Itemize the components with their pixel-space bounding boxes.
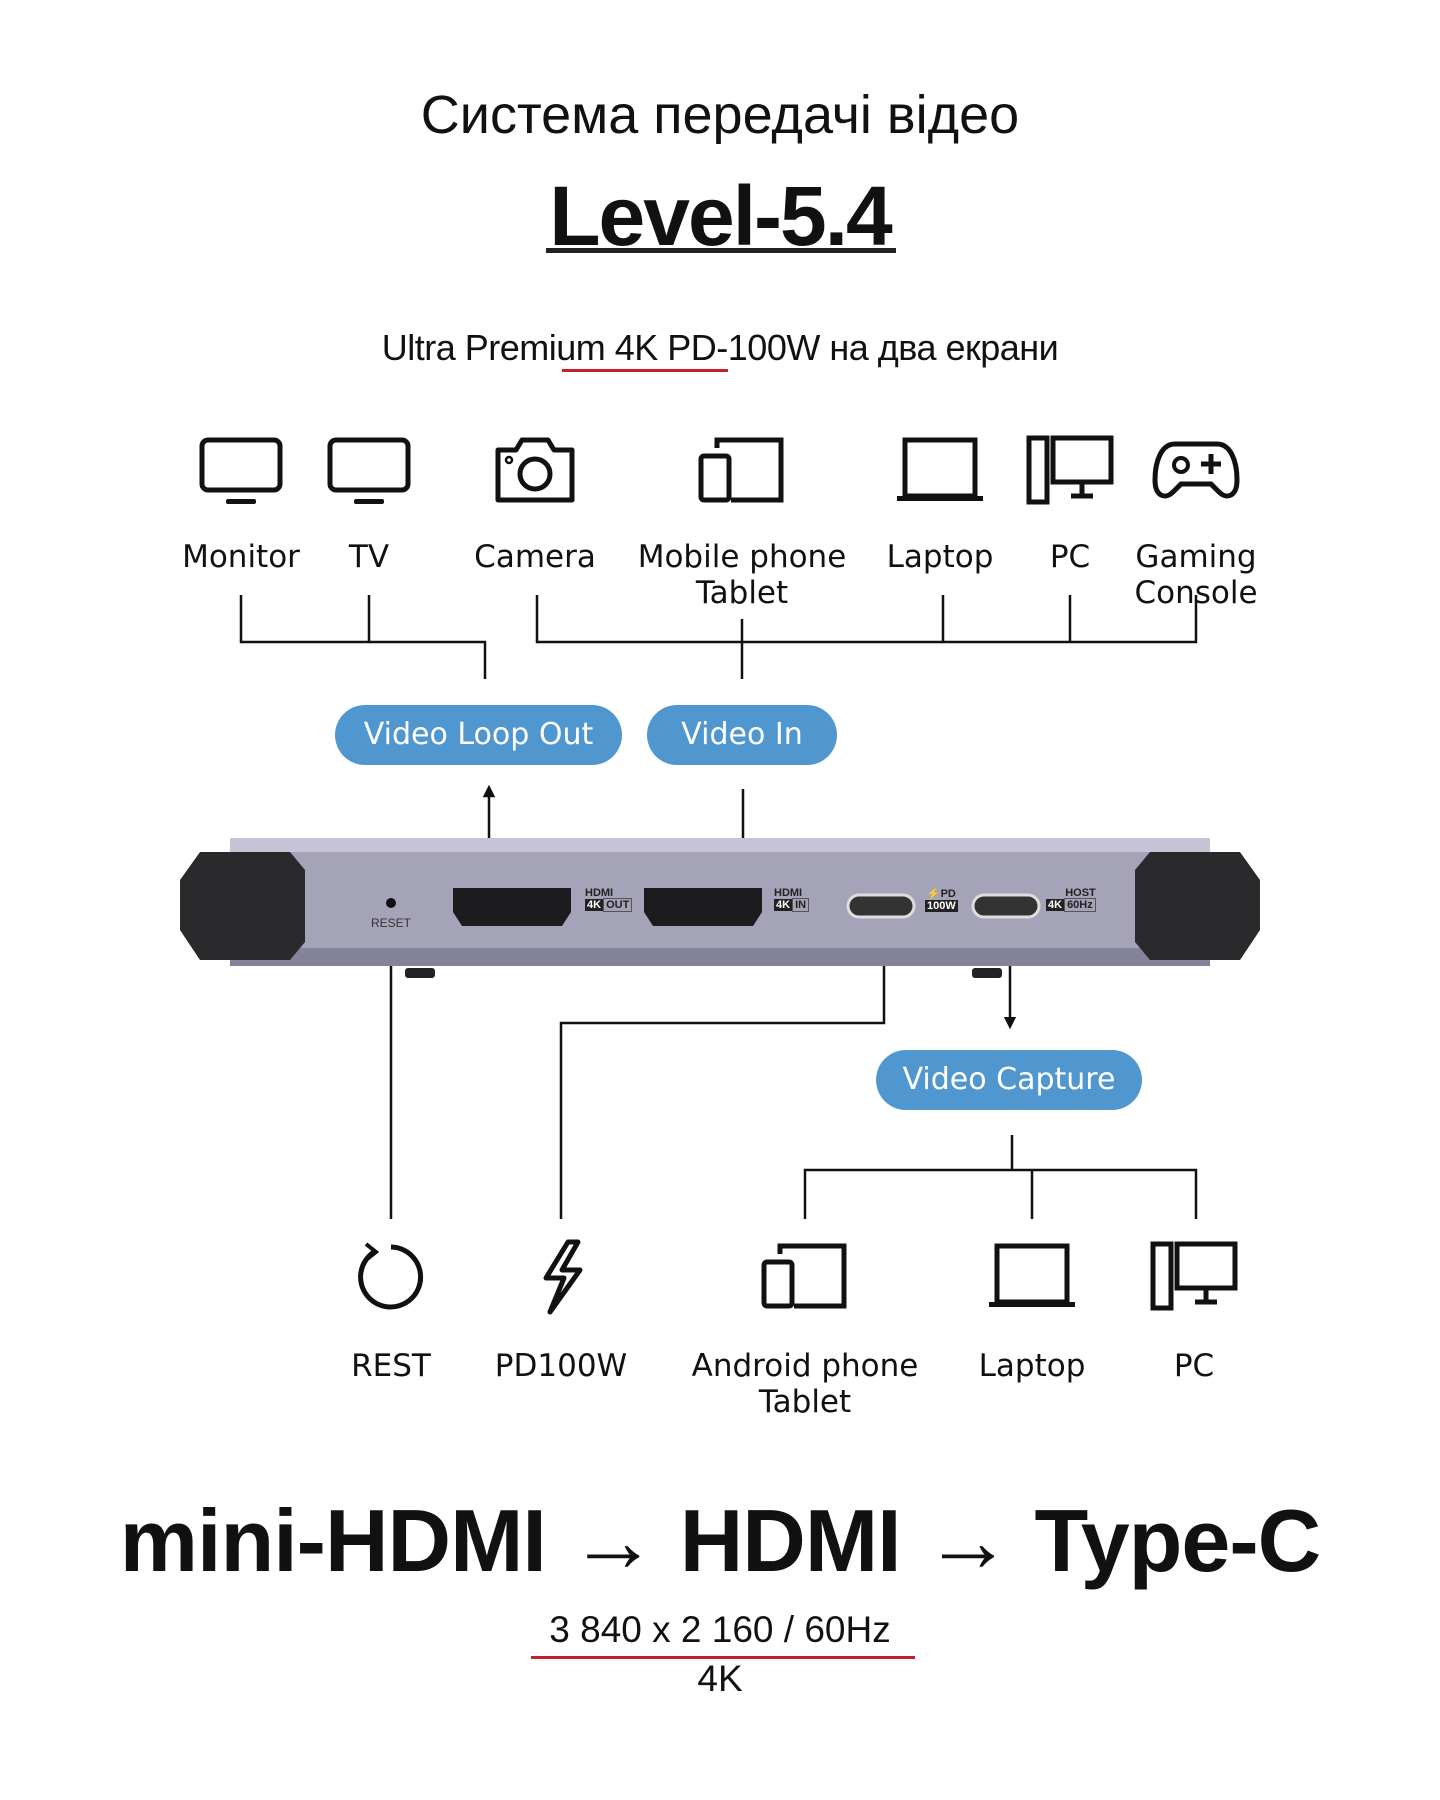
lightning-icon (516, 1238, 606, 1316)
camera-icon (490, 430, 580, 508)
reset-icon (346, 1238, 436, 1316)
hdmi-out-port (453, 888, 571, 926)
left-bumper (180, 852, 305, 960)
video-in-pill: Video In (647, 705, 837, 765)
gamepad-icon (1151, 432, 1241, 510)
right-bumper (1135, 852, 1260, 960)
subtitle: Ultra Premium 4K PD-100W на два екрани (381, 327, 1059, 368)
input-label-laptop: Laptop (886, 539, 994, 575)
output-label-tablet: Tablet (758, 1384, 852, 1420)
video-loop-out-pill: Video Loop Out (335, 705, 622, 765)
connector-chain-heading: mini-HDMI → HDMI → Type-C (119, 1491, 1321, 1590)
usb-c-pd-port (846, 893, 916, 919)
phone-tablet-icon (697, 432, 787, 510)
monitor-icon (196, 434, 286, 512)
output-label-rest: REST (351, 1348, 431, 1384)
level-underline (546, 248, 896, 253)
usb-c-host-port (971, 893, 1041, 919)
phone-tablet-icon (760, 1238, 850, 1316)
input-label-pc: PC (1049, 539, 1091, 575)
capture-device (180, 838, 1260, 978)
resolution-red-underline (531, 1656, 915, 1659)
line-capture-group (803, 1135, 1198, 1219)
output-label-pd: PD100W (494, 1348, 628, 1384)
laptop-icon (895, 432, 985, 510)
reset-label: RESET (370, 916, 412, 930)
resolution-text: 3 840 x 2 160 / 60Hz (549, 1609, 891, 1650)
input-label-tablet: Tablet (695, 575, 789, 611)
subtitle-red-underline (562, 369, 728, 372)
output-label-android: Android phone (691, 1348, 919, 1384)
page-title: Система передачі відео (420, 85, 1020, 145)
line-pd (559, 932, 886, 1219)
output-label-laptop: Laptop (978, 1348, 1086, 1384)
pd-label: ⚡PD 100W (925, 888, 958, 912)
hdmi-in-port (644, 888, 762, 926)
line-loop-out-group (239, 595, 487, 679)
input-label-console: Console (1134, 575, 1258, 611)
video-capture-pill: Video Capture (876, 1050, 1142, 1110)
input-label-camera: Camera (474, 539, 596, 575)
input-label-monitor: Monitor (182, 539, 300, 575)
tv-icon (324, 434, 414, 512)
input-label-gaming: Gaming (1135, 539, 1257, 575)
quality-text: 4K (697, 1658, 743, 1699)
laptop-icon (987, 1238, 1077, 1316)
input-label-mobile: Mobile phone (637, 539, 847, 575)
reset-hole (386, 898, 396, 908)
line-video-in-group (535, 595, 1198, 679)
pc-icon (1025, 432, 1115, 510)
input-label-tv: TV (348, 539, 390, 575)
output-label-pc: PC (1173, 1348, 1215, 1384)
level-heading: Level-5.4 (549, 169, 893, 263)
pc-icon (1149, 1238, 1239, 1316)
